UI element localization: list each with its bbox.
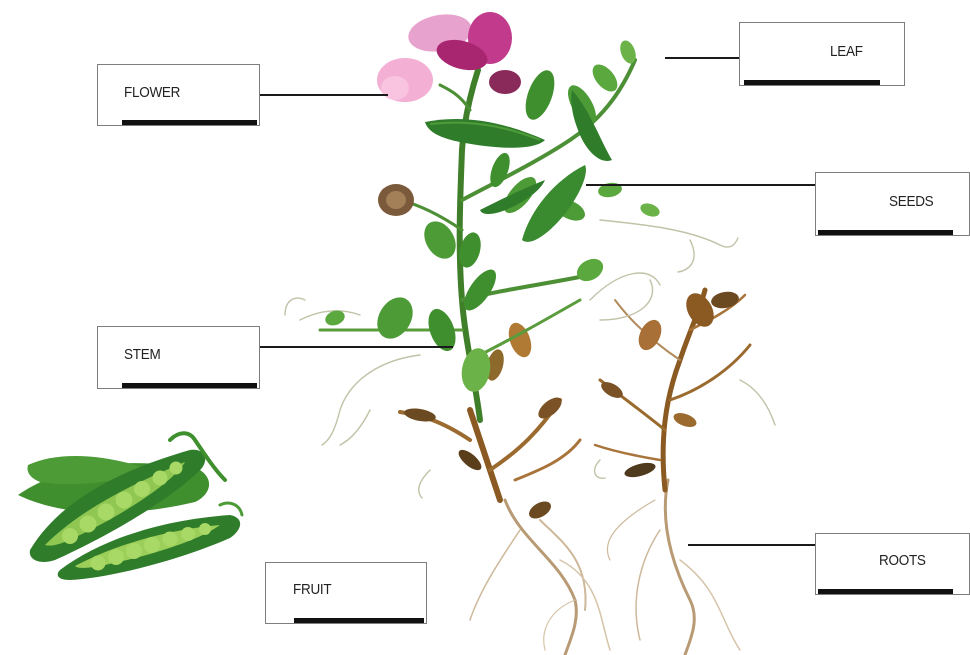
roots-illustration	[470, 480, 740, 655]
stem-label-box: STEM	[97, 326, 260, 389]
stem-leader-line	[258, 346, 453, 348]
seeds-label-underline	[818, 230, 953, 235]
fruit-label-underline	[294, 618, 424, 623]
roots-label: ROOTS	[879, 552, 926, 569]
tendrils-illustration	[285, 220, 775, 498]
seeds-label: SEEDS	[889, 193, 933, 210]
roots-label-box: ROOTS	[815, 533, 970, 595]
fruit-label-box: FRUIT	[265, 562, 427, 624]
leaf-label: LEAF	[830, 43, 863, 60]
seeds-label-box: SEEDS	[815, 172, 970, 236]
leaves-illustration	[323, 38, 661, 394]
pea-pods-illustration	[18, 433, 242, 580]
leaf-leader-line	[665, 57, 741, 59]
seeds-leader-line	[586, 184, 817, 186]
stem-label-underline	[122, 383, 257, 388]
leaf-label-underline	[744, 80, 880, 85]
fruit-label: FRUIT	[293, 581, 331, 598]
roots-label-underline	[818, 589, 953, 594]
flower-leader-line	[258, 94, 388, 96]
dry-leaves-illustration	[403, 288, 740, 522]
plant-pods-illustration	[425, 90, 612, 242]
leaf-label-box: LEAF	[739, 22, 905, 86]
flower-label-box: FLOWER	[97, 64, 260, 126]
flower-label-underline	[122, 120, 257, 125]
flower-label: FLOWER	[124, 84, 180, 101]
roots-leader-line	[688, 544, 818, 546]
stem-label: STEM	[124, 346, 160, 363]
